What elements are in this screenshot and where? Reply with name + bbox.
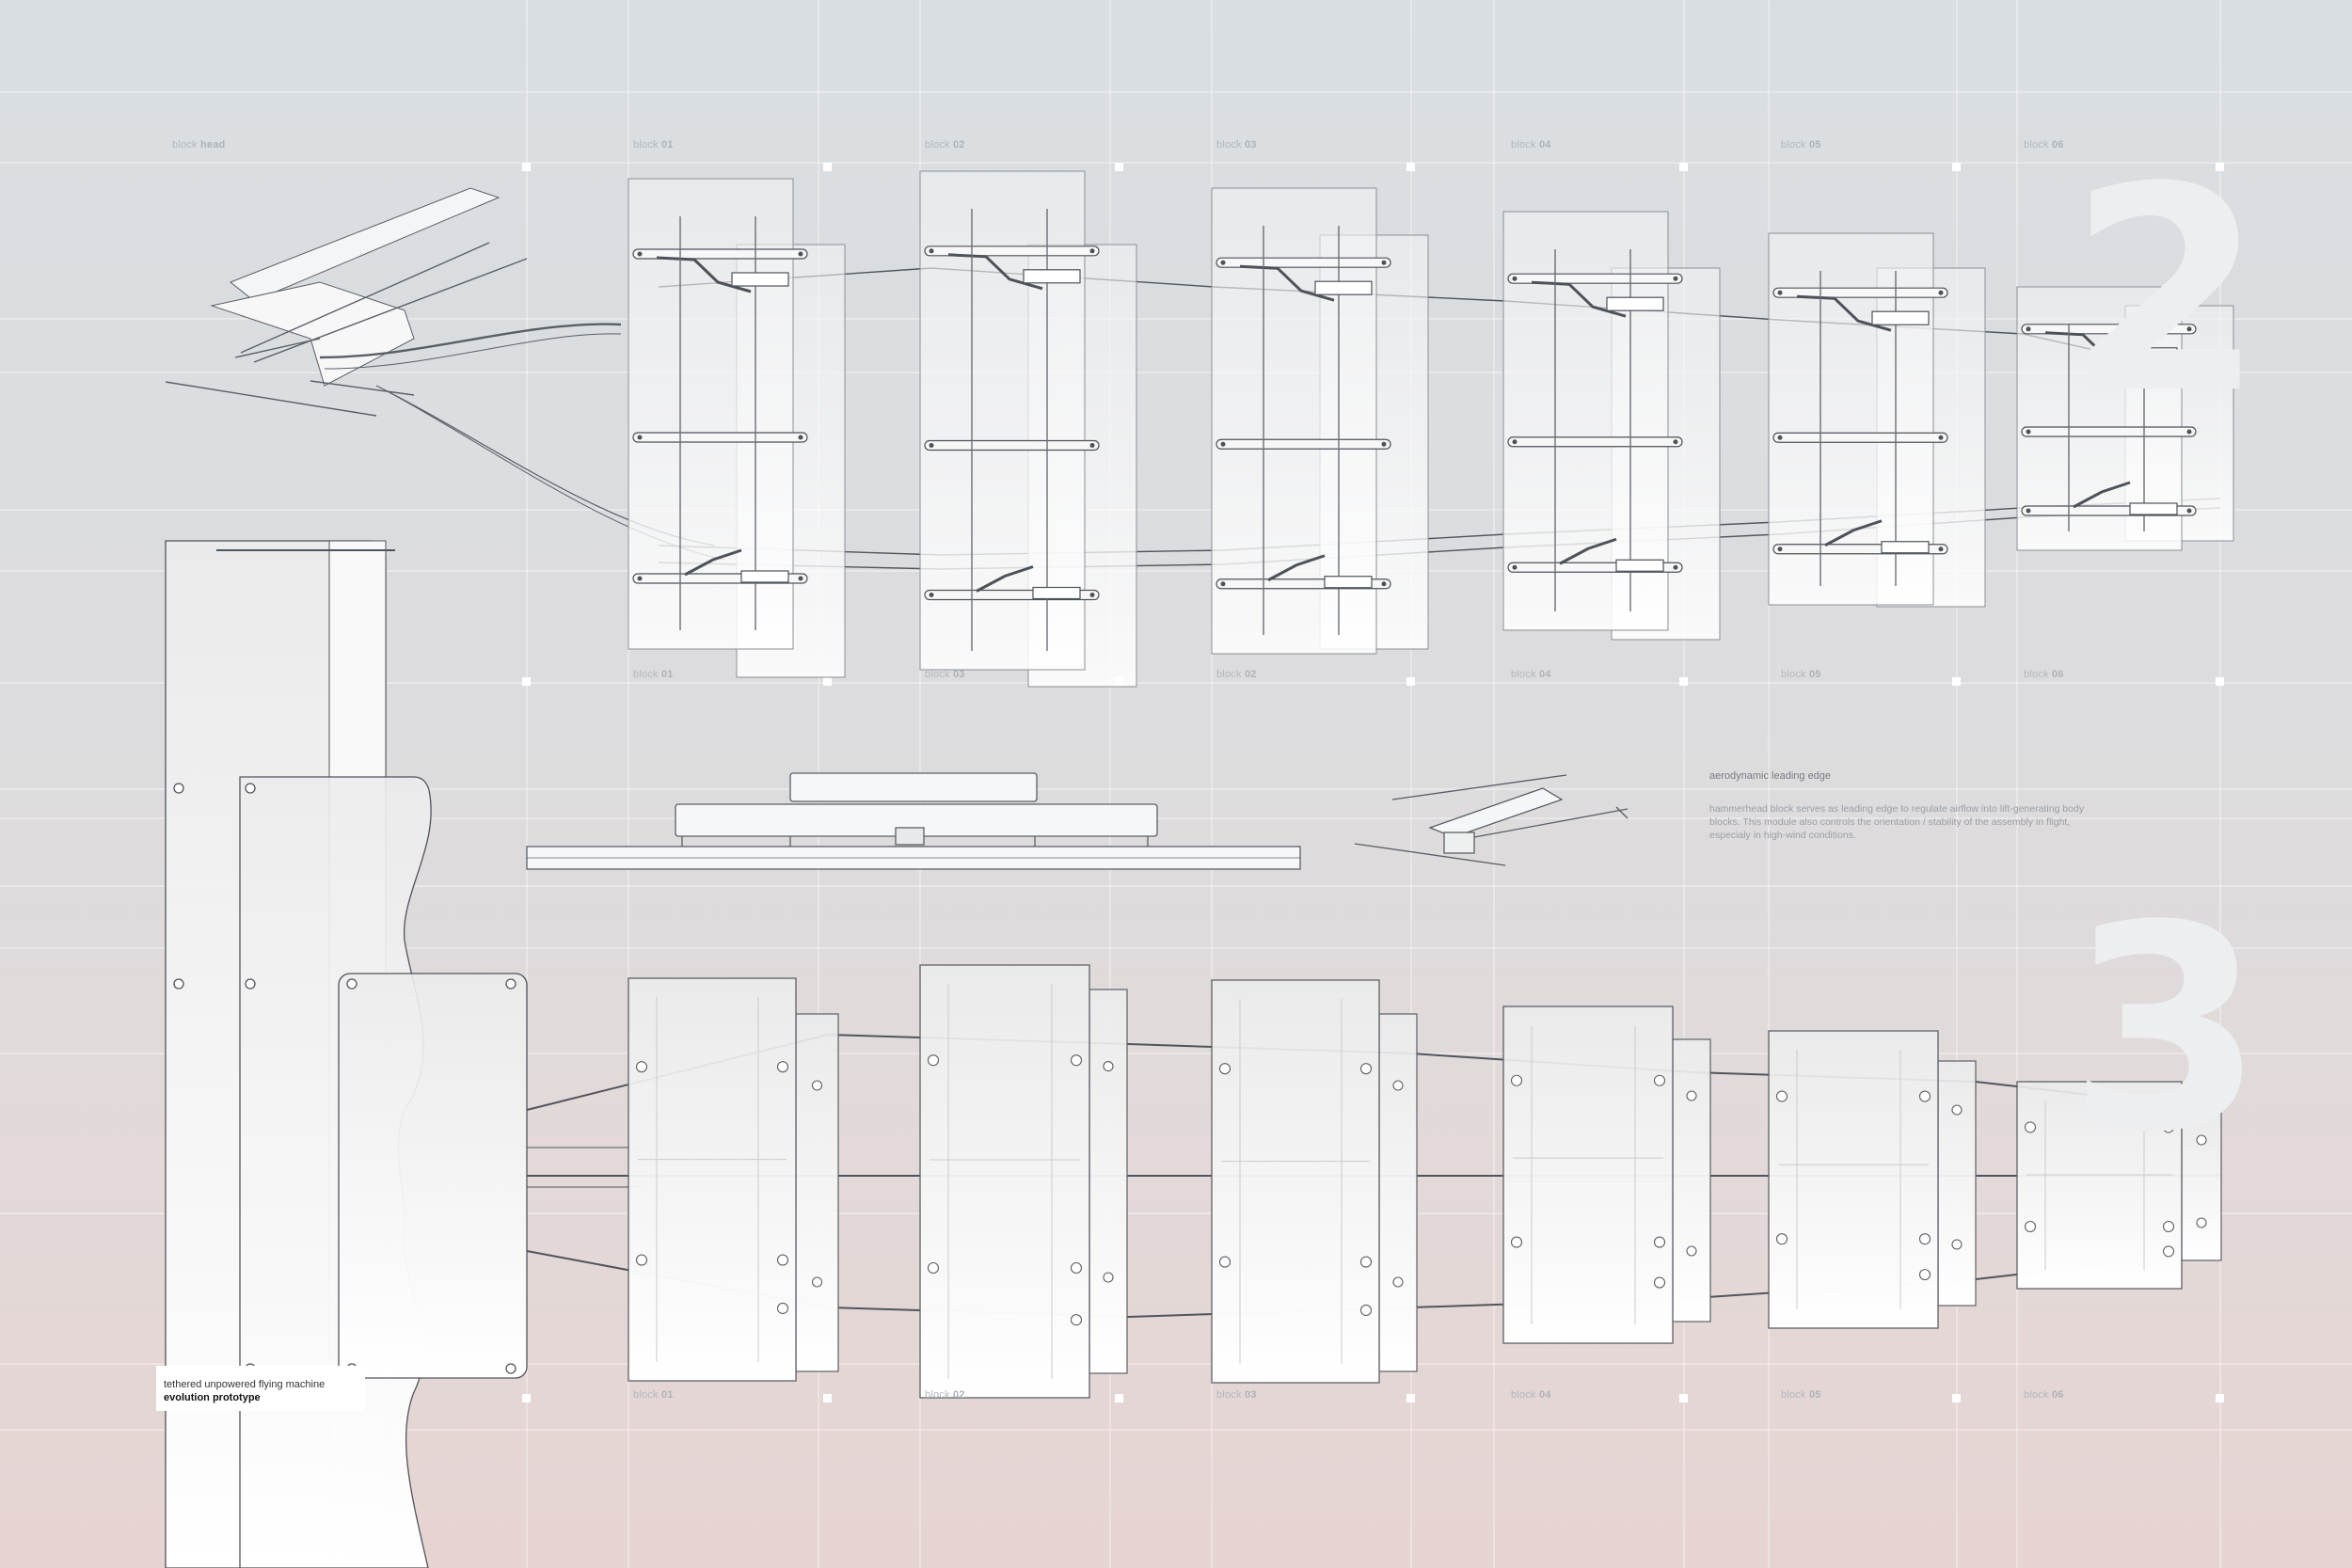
note-body: hammerhead block serves as leading edge … — [1709, 803, 2085, 841]
block-panel-exploded — [1502, 211, 1721, 641]
block-label-head: block head — [172, 139, 226, 150]
section-number-2: 2 — [2068, 127, 2265, 455]
caption-line1: tethered unpowered flying machine — [164, 1379, 326, 1390]
block-panel-exploded — [1768, 232, 1986, 608]
block-label-04: block 04 — [1511, 1389, 1551, 1401]
section3-block-panels — [628, 964, 2222, 1399]
block-label-04: block 04 — [1511, 139, 1551, 150]
block-panel-assembled — [919, 964, 1128, 1399]
block-panel-assembled — [628, 977, 839, 1382]
block-label-06: block 06 — [2024, 139, 2064, 150]
block-panel-assembled — [1211, 979, 1418, 1384]
head-block-drawing — [165, 187, 725, 561]
block-label-03: block 03 — [1216, 1389, 1257, 1401]
block-label-01: block 01 — [633, 669, 674, 680]
registration-marks — [522, 163, 2224, 1402]
block-label-02: block 02 — [1216, 669, 1257, 680]
block-label-01: block 01 — [633, 139, 674, 150]
caption-line2: evolution prototype — [164, 1392, 261, 1403]
block-label-06: block 06 — [2024, 1389, 2064, 1401]
block-panel-exploded — [2016, 286, 2234, 551]
block-label-02: block 02 — [925, 1389, 965, 1401]
block-label-03: block 03 — [925, 669, 965, 680]
block-panel-exploded — [1211, 187, 1429, 655]
block-panel-assembled — [1768, 1030, 1977, 1329]
block-label-06: block 06 — [2024, 669, 2064, 680]
head-block-panels — [165, 540, 528, 1568]
block-panel-exploded — [919, 170, 1137, 688]
section2-tethers — [658, 267, 2221, 570]
note-title: aerodynamic leading edge — [1709, 770, 1832, 782]
block-panel-assembled — [2016, 1081, 2222, 1290]
block-panel-exploded — [628, 178, 846, 678]
block-label-01: block 01 — [633, 1389, 674, 1401]
block-panel-assembled — [1502, 1006, 1711, 1344]
section2-block-panels — [628, 170, 2234, 688]
block-label-03: block 03 — [1216, 139, 1257, 150]
section-number-3: 3 — [2068, 865, 2265, 1194]
block-label-02: block 02 — [925, 139, 965, 150]
block-label-04: block 04 — [1511, 669, 1551, 680]
block-label-05: block 05 — [1781, 139, 1821, 150]
leading-edge-plan-view — [526, 772, 1301, 870]
block-label-05: block 05 — [1781, 669, 1821, 680]
leading-edge-side-view — [1354, 774, 1629, 866]
caption-box: tethered unpowered flying machine evolut… — [156, 1366, 365, 1411]
block-label-05: block 05 — [1781, 1389, 1821, 1401]
